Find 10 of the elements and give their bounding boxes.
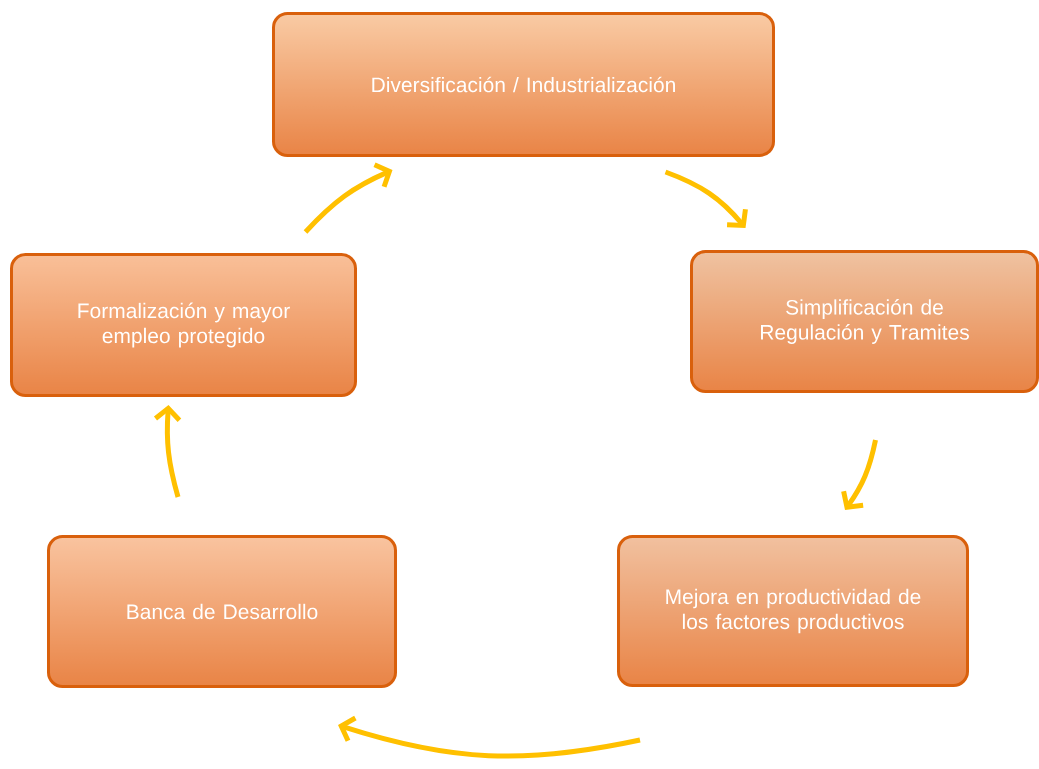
process-box: Mejora en productividad de los factores productivos <box>617 535 969 687</box>
process-box: Formalización y mayor empleo protegido <box>10 253 357 397</box>
process-box: Diversificación / Industrialización <box>272 12 775 157</box>
arrow <box>303 162 393 234</box>
process-box: Banca de Desarrollo <box>47 535 397 688</box>
arrow <box>664 169 748 228</box>
process-box: Simplificación de Regulación y Tramites <box>690 250 1039 393</box>
arrow <box>338 715 641 759</box>
arrow <box>841 439 878 510</box>
arrow <box>153 405 182 498</box>
